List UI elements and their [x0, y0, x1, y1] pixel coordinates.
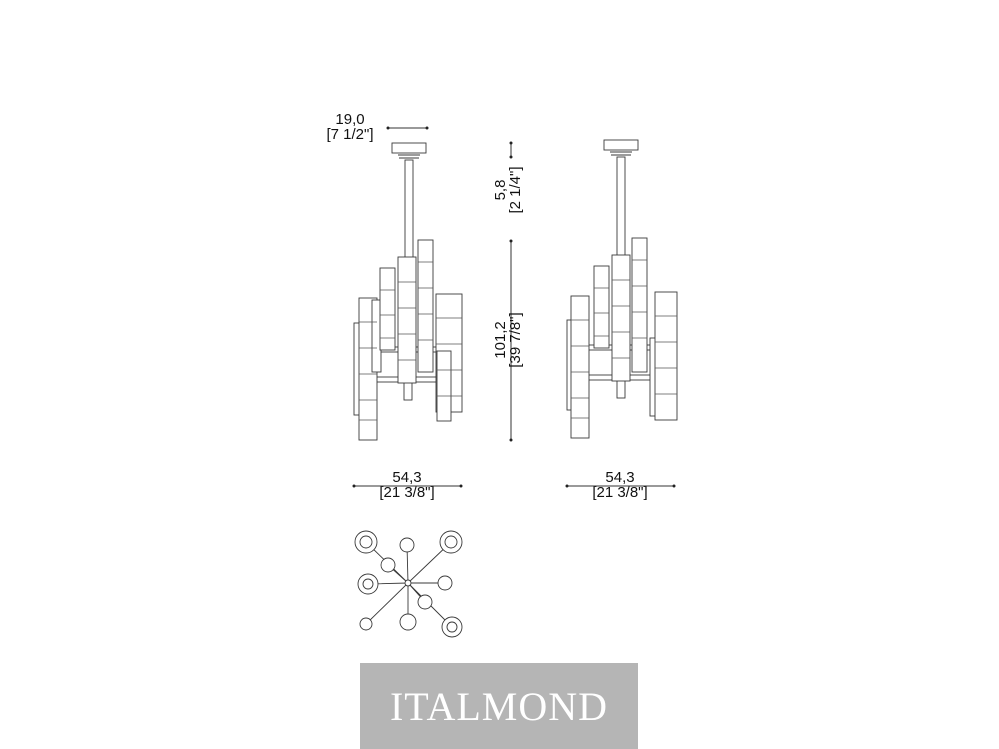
bamboo-tube — [397, 256, 417, 384]
ceiling-canopy — [603, 139, 639, 151]
top-view-ring-inner — [446, 621, 458, 633]
side-width-cm: 54,3 — [605, 469, 634, 486]
canopy-detail — [398, 154, 420, 159]
front-width-cm: 54,3 — [392, 469, 421, 486]
bamboo-tube — [436, 350, 452, 422]
canopy-height-cm: 5,8 — [492, 180, 509, 201]
canopy-height-inch: [2 1/4"] — [507, 166, 524, 213]
bamboo-tube — [631, 237, 648, 373]
bamboo-tube — [654, 291, 678, 421]
dim-tick — [425, 126, 429, 130]
bamboo-tube — [593, 265, 610, 349]
bamboo-tube — [611, 254, 631, 382]
side-width-inch: [21 3/8"] — [592, 484, 647, 501]
top-view-ring — [437, 575, 453, 591]
dim-tick — [509, 438, 513, 442]
top-view-hub — [404, 579, 412, 587]
top-view-ring — [417, 594, 433, 610]
top-view-ring — [354, 530, 378, 554]
front-view-chandelier — [353, 142, 463, 441]
side-width-dimension: 54,3 [21 3/8"] — [565, 469, 676, 501]
side-view-chandelier — [566, 139, 678, 439]
canopy-width-inch: [7 1/2"] — [326, 126, 373, 143]
top-view-ring-inner — [359, 535, 373, 549]
top-view-ring-inner — [444, 535, 458, 549]
dim-tick — [509, 141, 513, 145]
bamboo-tube — [417, 239, 434, 373]
suspension-rod — [616, 156, 626, 258]
front-width-dimension: 54,3 [21 3/8"] — [352, 469, 463, 501]
dim-tick — [386, 126, 390, 130]
bamboo-tube — [379, 267, 396, 351]
ceiling-canopy — [391, 142, 427, 154]
top-view-ring — [359, 617, 373, 631]
front-width-inch: [21 3/8"] — [379, 484, 434, 501]
bamboo-tube — [570, 295, 590, 439]
bamboo-nodes — [359, 261, 462, 421]
dim-tick — [459, 484, 463, 488]
dim-tick — [509, 239, 513, 243]
vertical-dimensions: 5,8 [2 1/4"] 101,2 [39 7/8"] — [492, 141, 524, 442]
top-view-ring — [399, 613, 417, 631]
body-height-inch: [39 7/8"] — [507, 312, 524, 367]
canopy-width-dimension: 19,0 [7 1/2"] — [326, 111, 429, 143]
brand-logo: ITALMOND — [360, 663, 638, 749]
body-height-cm: 101,2 — [492, 321, 509, 359]
top-view — [354, 530, 463, 638]
dim-tick — [565, 484, 569, 488]
top-view-ring — [357, 573, 379, 595]
top-view-ring — [399, 537, 415, 553]
bamboo-nodes — [571, 259, 677, 419]
dim-tick — [352, 484, 356, 488]
dim-tick — [672, 484, 676, 488]
canopy-detail — [610, 151, 632, 156]
top-view-ring — [439, 530, 463, 554]
top-view-ring — [380, 557, 396, 573]
top-view-ring-inner — [362, 578, 374, 590]
canopy-width-cm: 19,0 — [335, 111, 364, 128]
top-view-ring — [441, 616, 463, 638]
suspension-rod — [404, 159, 414, 261]
dim-tick — [509, 155, 513, 159]
